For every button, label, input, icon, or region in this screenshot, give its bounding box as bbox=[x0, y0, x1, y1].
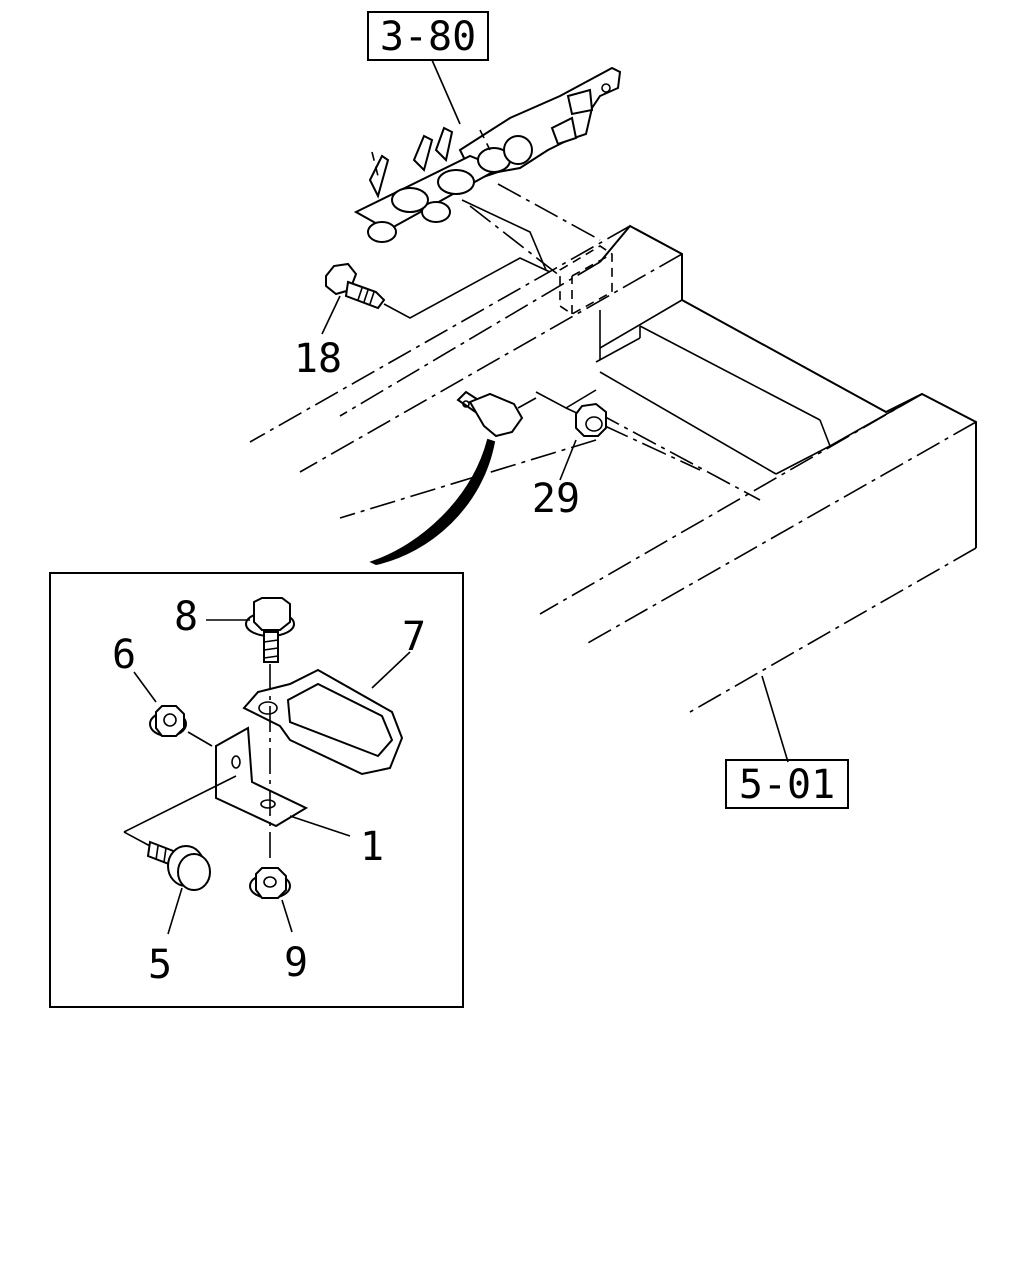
nut-9[interactable] bbox=[249, 867, 291, 899]
frame-assembly bbox=[249, 224, 977, 713]
part-label-6: 6 bbox=[112, 632, 136, 678]
nut-29[interactable] bbox=[575, 402, 607, 437]
part-label-7: 7 bbox=[402, 614, 426, 660]
bolt-18[interactable] bbox=[325, 262, 386, 310]
reference-box-3-80[interactable]: 3-80 bbox=[367, 11, 489, 61]
nut-6[interactable] bbox=[149, 705, 187, 737]
clamp-7[interactable] bbox=[242, 668, 404, 776]
bolt-5[interactable] bbox=[146, 840, 211, 891]
part-label-1: 1 bbox=[360, 824, 384, 870]
bracket-1[interactable] bbox=[215, 726, 309, 828]
clamp-small[interactable] bbox=[456, 390, 524, 438]
detail-pointer-arrow bbox=[369, 438, 496, 566]
lever-assembly bbox=[353, 66, 622, 277]
part-label-8: 8 bbox=[174, 594, 198, 640]
part-label-29: 29 bbox=[532, 476, 580, 522]
part-label-9: 9 bbox=[284, 940, 308, 986]
reference-box-5-01[interactable]: 5-01 bbox=[725, 759, 849, 809]
part-label-5: 5 bbox=[148, 942, 172, 988]
reference-3-80-label: 3-80 bbox=[380, 14, 476, 60]
bolt-8[interactable] bbox=[245, 597, 295, 663]
reference-5-01-label: 5-01 bbox=[739, 762, 835, 808]
detail-inset: 8 7 6 1 bbox=[49, 572, 464, 1008]
part-label-18: 18 bbox=[294, 336, 342, 382]
